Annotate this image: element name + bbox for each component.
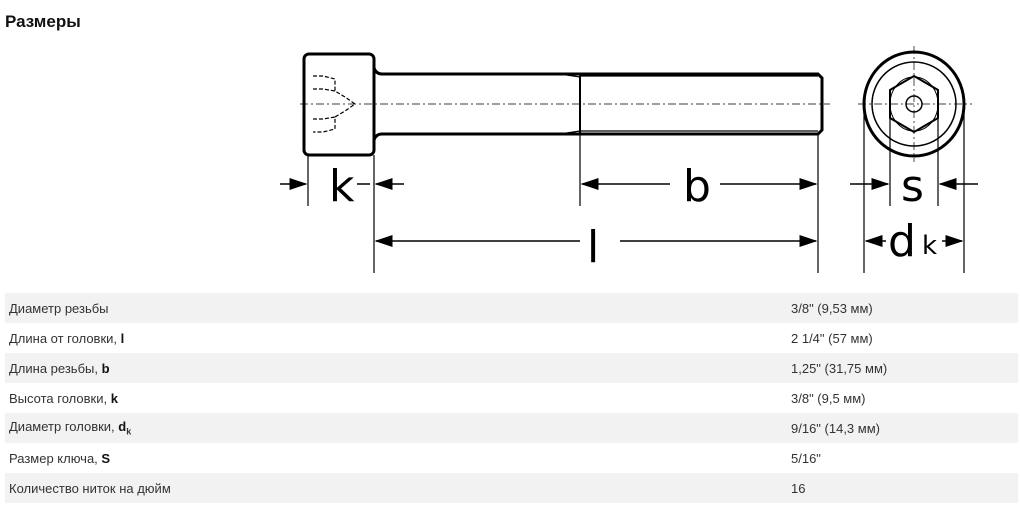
dim-b-label: b xyxy=(683,161,711,212)
dim-dk-subscript: k xyxy=(922,231,937,261)
dim-s-label: s xyxy=(901,161,924,212)
row-value: 2 1/4" (57 мм) xyxy=(791,330,873,346)
row-value: 9/16" (14,3 мм) xyxy=(791,420,880,436)
label-text: Размер ключа, xyxy=(9,450,102,466)
row-value: 3/8" (9,5 мм) xyxy=(791,390,866,406)
section-title: Размеры xyxy=(5,12,81,31)
table-row: Диаметр резьбы 3/8" (9,53 мм) xyxy=(5,293,1018,323)
row-label: Диаметр головки, dk xyxy=(5,419,791,437)
row-label: Высота головки, k xyxy=(5,391,791,406)
row-label: Количество ниток на дюйм xyxy=(5,481,791,496)
row-label: Размер ключа, S xyxy=(5,451,791,466)
bolt-dimension-drawing: k b l s d k xyxy=(280,46,978,273)
table-row: Количество ниток на дюйм 16 xyxy=(5,473,1018,503)
row-value: 16 xyxy=(791,480,806,496)
row-label: Длина резьбы, b xyxy=(5,361,791,376)
label-symbol: b xyxy=(101,360,110,376)
label-symbol: d xyxy=(118,419,127,435)
label-text: Диаметр головки, xyxy=(9,419,119,435)
row-value: 3/8" (9,53 мм) xyxy=(791,300,873,316)
row-value: 1,25" (31,75 мм) xyxy=(791,360,888,376)
label-symbol: k xyxy=(110,390,118,406)
dim-k-label: k xyxy=(329,161,355,212)
label-subscript: k xyxy=(126,426,132,437)
label-text: Количество ниток на дюйм xyxy=(9,480,171,496)
bolt-head xyxy=(302,52,376,157)
label-symbol: S xyxy=(101,450,111,466)
row-label: Диаметр резьбы xyxy=(5,301,791,316)
row-label: Длина от головки, l xyxy=(5,331,791,346)
dim-dk-label: d xyxy=(888,216,916,267)
row-value: 5/16" xyxy=(791,450,821,466)
dim-l-label: l xyxy=(587,222,599,273)
label-text: Длина резьбы, xyxy=(9,360,102,376)
label-text: Длина от головки, xyxy=(9,330,121,346)
label-text: Диаметр резьбы xyxy=(9,300,109,316)
hex-socket xyxy=(889,74,939,134)
label-symbol: l xyxy=(120,330,125,346)
label-text: Высота головки, xyxy=(9,390,111,406)
